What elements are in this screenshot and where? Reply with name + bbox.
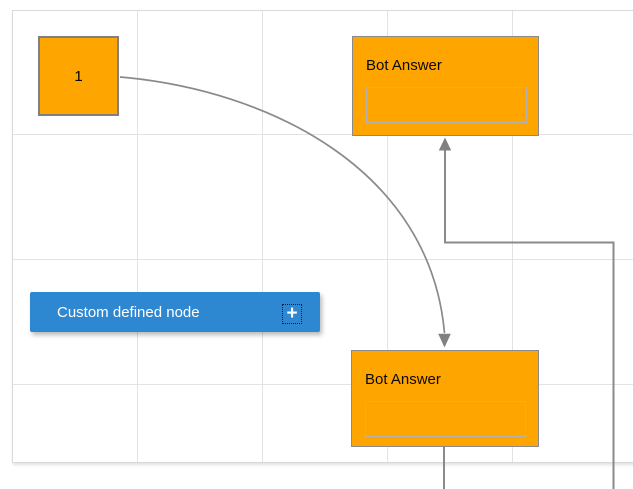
node-custom-defined[interactable]: Custom defined node + bbox=[30, 292, 320, 332]
node-bot-answer-top[interactable]: Bot Answer bbox=[352, 36, 539, 136]
node-bot-answer-bottom[interactable]: Bot Answer bbox=[351, 350, 539, 447]
bot-answer-title: Bot Answer bbox=[365, 371, 441, 388]
node-source-1[interactable]: 1 bbox=[38, 36, 119, 116]
node-source-label: 1 bbox=[74, 67, 83, 85]
plus-icon: + bbox=[286, 302, 298, 324]
bot-answer-input[interactable] bbox=[365, 401, 526, 437]
bot-answer-input[interactable] bbox=[366, 87, 527, 123]
add-connection-button[interactable]: + bbox=[282, 304, 302, 324]
custom-node-label: Custom defined node bbox=[57, 303, 200, 321]
bot-answer-title: Bot Answer bbox=[366, 57, 442, 74]
